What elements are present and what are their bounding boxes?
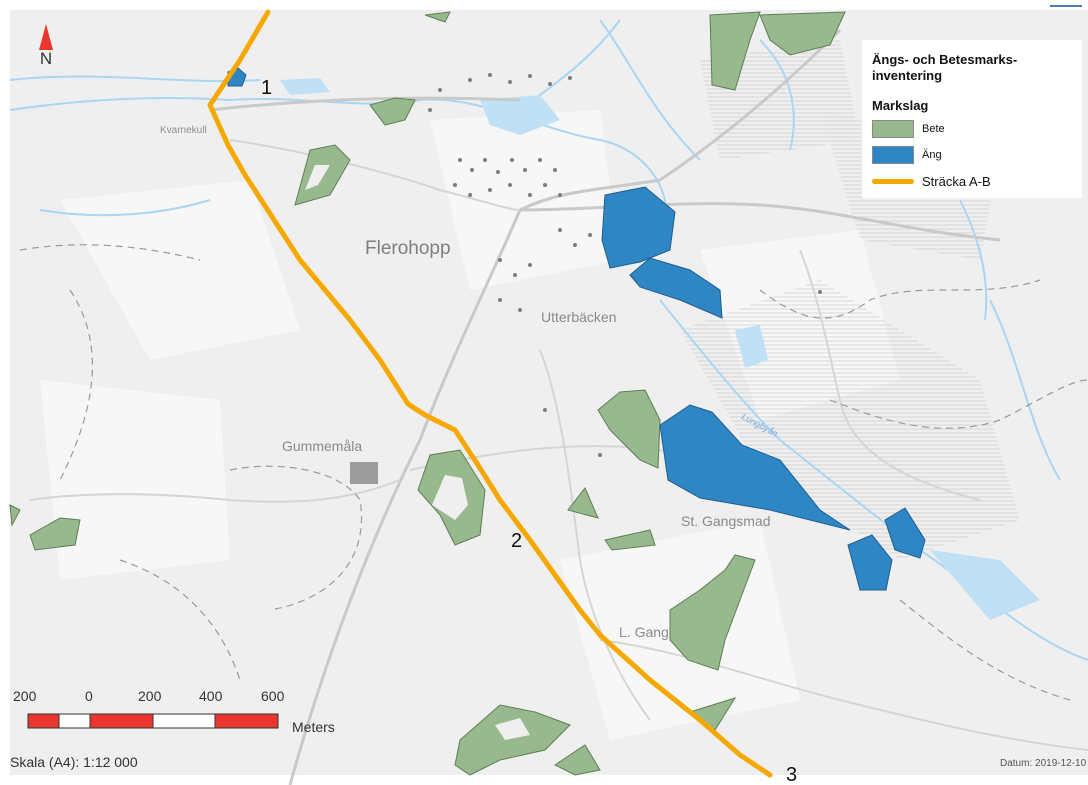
- legend-item-ang: Äng: [872, 146, 942, 164]
- minor-roads: [29, 139, 1088, 751]
- legend-label-bete: Bete: [922, 123, 945, 135]
- route-swatch: [872, 179, 914, 184]
- map-date: Datum: 2019-12-10: [1000, 758, 1087, 769]
- legend-item-bete: Bete: [872, 120, 945, 138]
- place-label-flerohopp: Flerohopp: [365, 238, 451, 259]
- north-arrow-icon: [39, 24, 53, 50]
- legend-label-ang: Äng: [922, 149, 942, 161]
- place-label-l-gang: L. Gang: [619, 624, 669, 640]
- place-label-st-gangsmad: St. Gangsmad: [681, 513, 771, 529]
- building-block: [350, 462, 378, 484]
- place-label-gummemala: Gummemåla: [282, 438, 363, 454]
- scale-bar-graphic: [27, 713, 279, 729]
- bete-swatch: [872, 120, 914, 138]
- route-marker-1: 1: [261, 77, 273, 99]
- building-dots: [428, 73, 822, 457]
- scale-tick-label: 200: [13, 688, 37, 704]
- legend-item-route: Sträcka A-B: [872, 174, 991, 189]
- scale-tick-label: 400: [199, 688, 223, 704]
- paths: [19, 244, 1088, 701]
- scale-ratio: Skala (A4): 1:12 000: [10, 754, 138, 770]
- ang-areas: [227, 67, 926, 591]
- scale-tick-label: 600: [261, 688, 285, 704]
- lakes: [280, 78, 1040, 620]
- legend-subtitle: Markslag: [872, 98, 929, 113]
- scale-tick-label: 200: [138, 688, 162, 704]
- north-arrow: N: [34, 24, 58, 68]
- scale-unit: Meters: [292, 719, 335, 735]
- legend-label-route: Sträcka A-B: [922, 174, 991, 189]
- route-line[interactable]: [207, 9, 773, 778]
- place-label-kvarnekull: Kvarnekull: [160, 125, 207, 136]
- map-legend: Ängs- och Betesmarks-inventering Marksla…: [862, 40, 1082, 198]
- north-label: N: [39, 49, 53, 68]
- scale-tick-label: 0: [85, 688, 93, 704]
- ang-swatch: [872, 146, 914, 164]
- route-marker-2: 2: [511, 530, 523, 552]
- place-label-utterbacken: Utterbäcken: [541, 309, 617, 325]
- main-roads: [209, 28, 1001, 785]
- legend-title: Ängs- och Betesmarks-inventering: [872, 52, 1018, 83]
- route-marker-3: 3: [786, 764, 798, 785]
- bete-holes: [305, 165, 530, 740]
